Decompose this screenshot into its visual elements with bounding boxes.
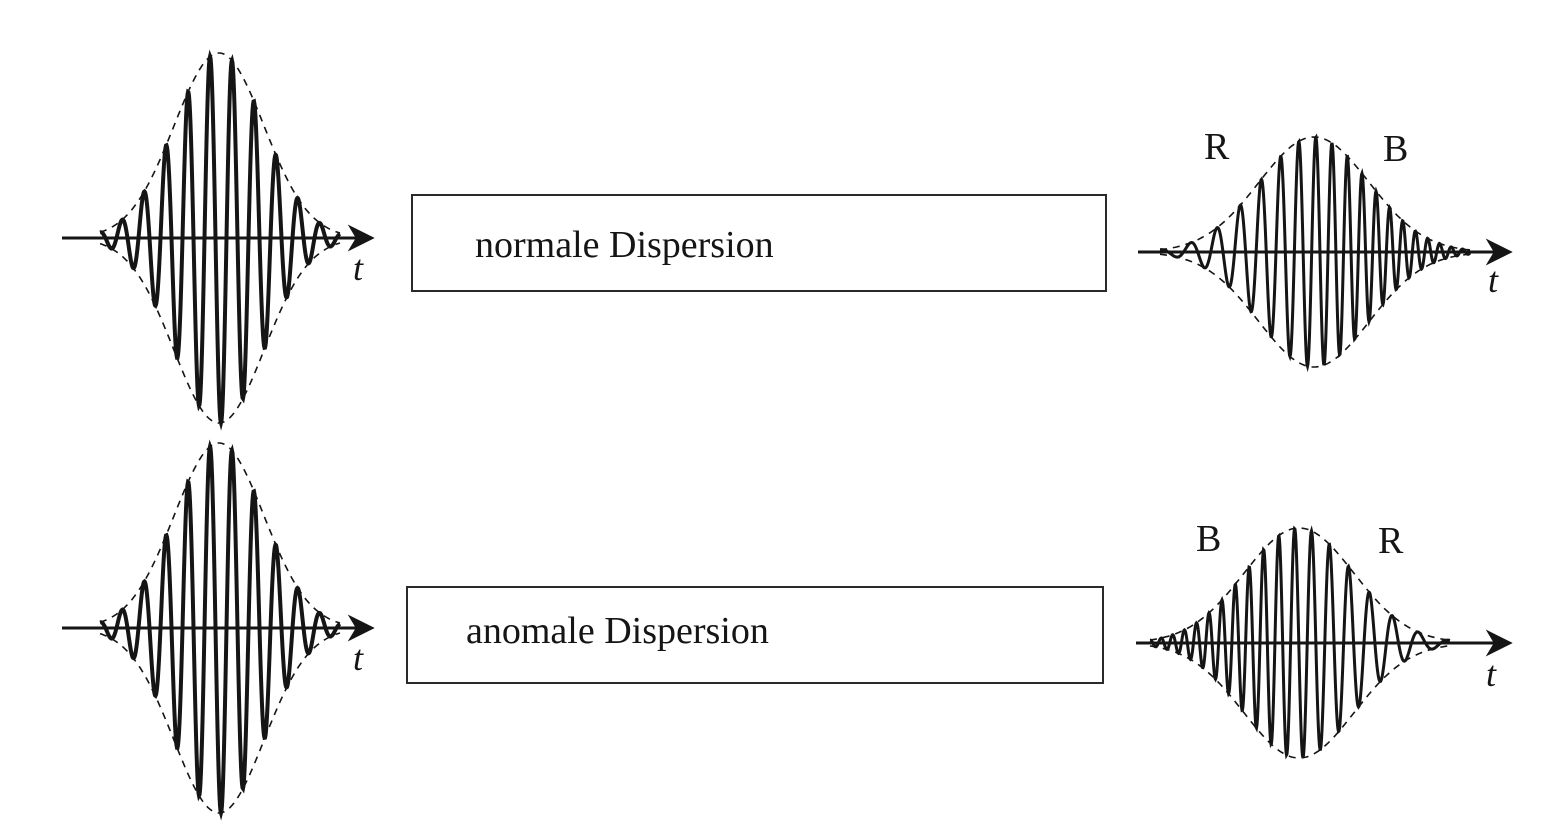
- input-pulse-1-time-label: t: [353, 248, 364, 288]
- row-anomalous-dispersion: [62, 439, 1513, 821]
- input-pulse-1-envelope-top: [99, 52, 341, 234]
- output-pulse-1-carrier: [1160, 133, 1472, 373]
- medium-label-normal: normale Dispersion: [475, 224, 774, 266]
- output-pulse-2-left-label: B: [1196, 518, 1222, 560]
- output-pulse-1-right-label: B: [1383, 128, 1409, 170]
- output-pulse-2-time-label: t: [1486, 654, 1497, 694]
- medium-box-normal: [411, 194, 1107, 292]
- row-normal-dispersion: [62, 49, 1513, 431]
- output-pulse-2-envelope-top: [1149, 527, 1451, 642]
- output-pulse-1-envelope-bottom: [1159, 253, 1471, 368]
- medium-box-anomalous: [406, 586, 1104, 684]
- input-pulse-1-carrier: [99, 49, 342, 431]
- output-pulse-1-time-label: t: [1488, 260, 1499, 300]
- output-pulse-2-envelope-bottom: [1149, 644, 1451, 759]
- input-pulse-2-carrier: [99, 439, 342, 821]
- input-pulse-2-envelope-top: [99, 442, 341, 624]
- input-pulse-2-time-label: t: [353, 638, 364, 678]
- medium-label-anomalous: anomale Dispersion: [466, 610, 769, 652]
- output-pulse-2-right-label: R: [1378, 520, 1404, 562]
- output-pulse-2-carrier: [1149, 525, 1451, 760]
- output-pulse-1-left-label: R: [1204, 126, 1230, 168]
